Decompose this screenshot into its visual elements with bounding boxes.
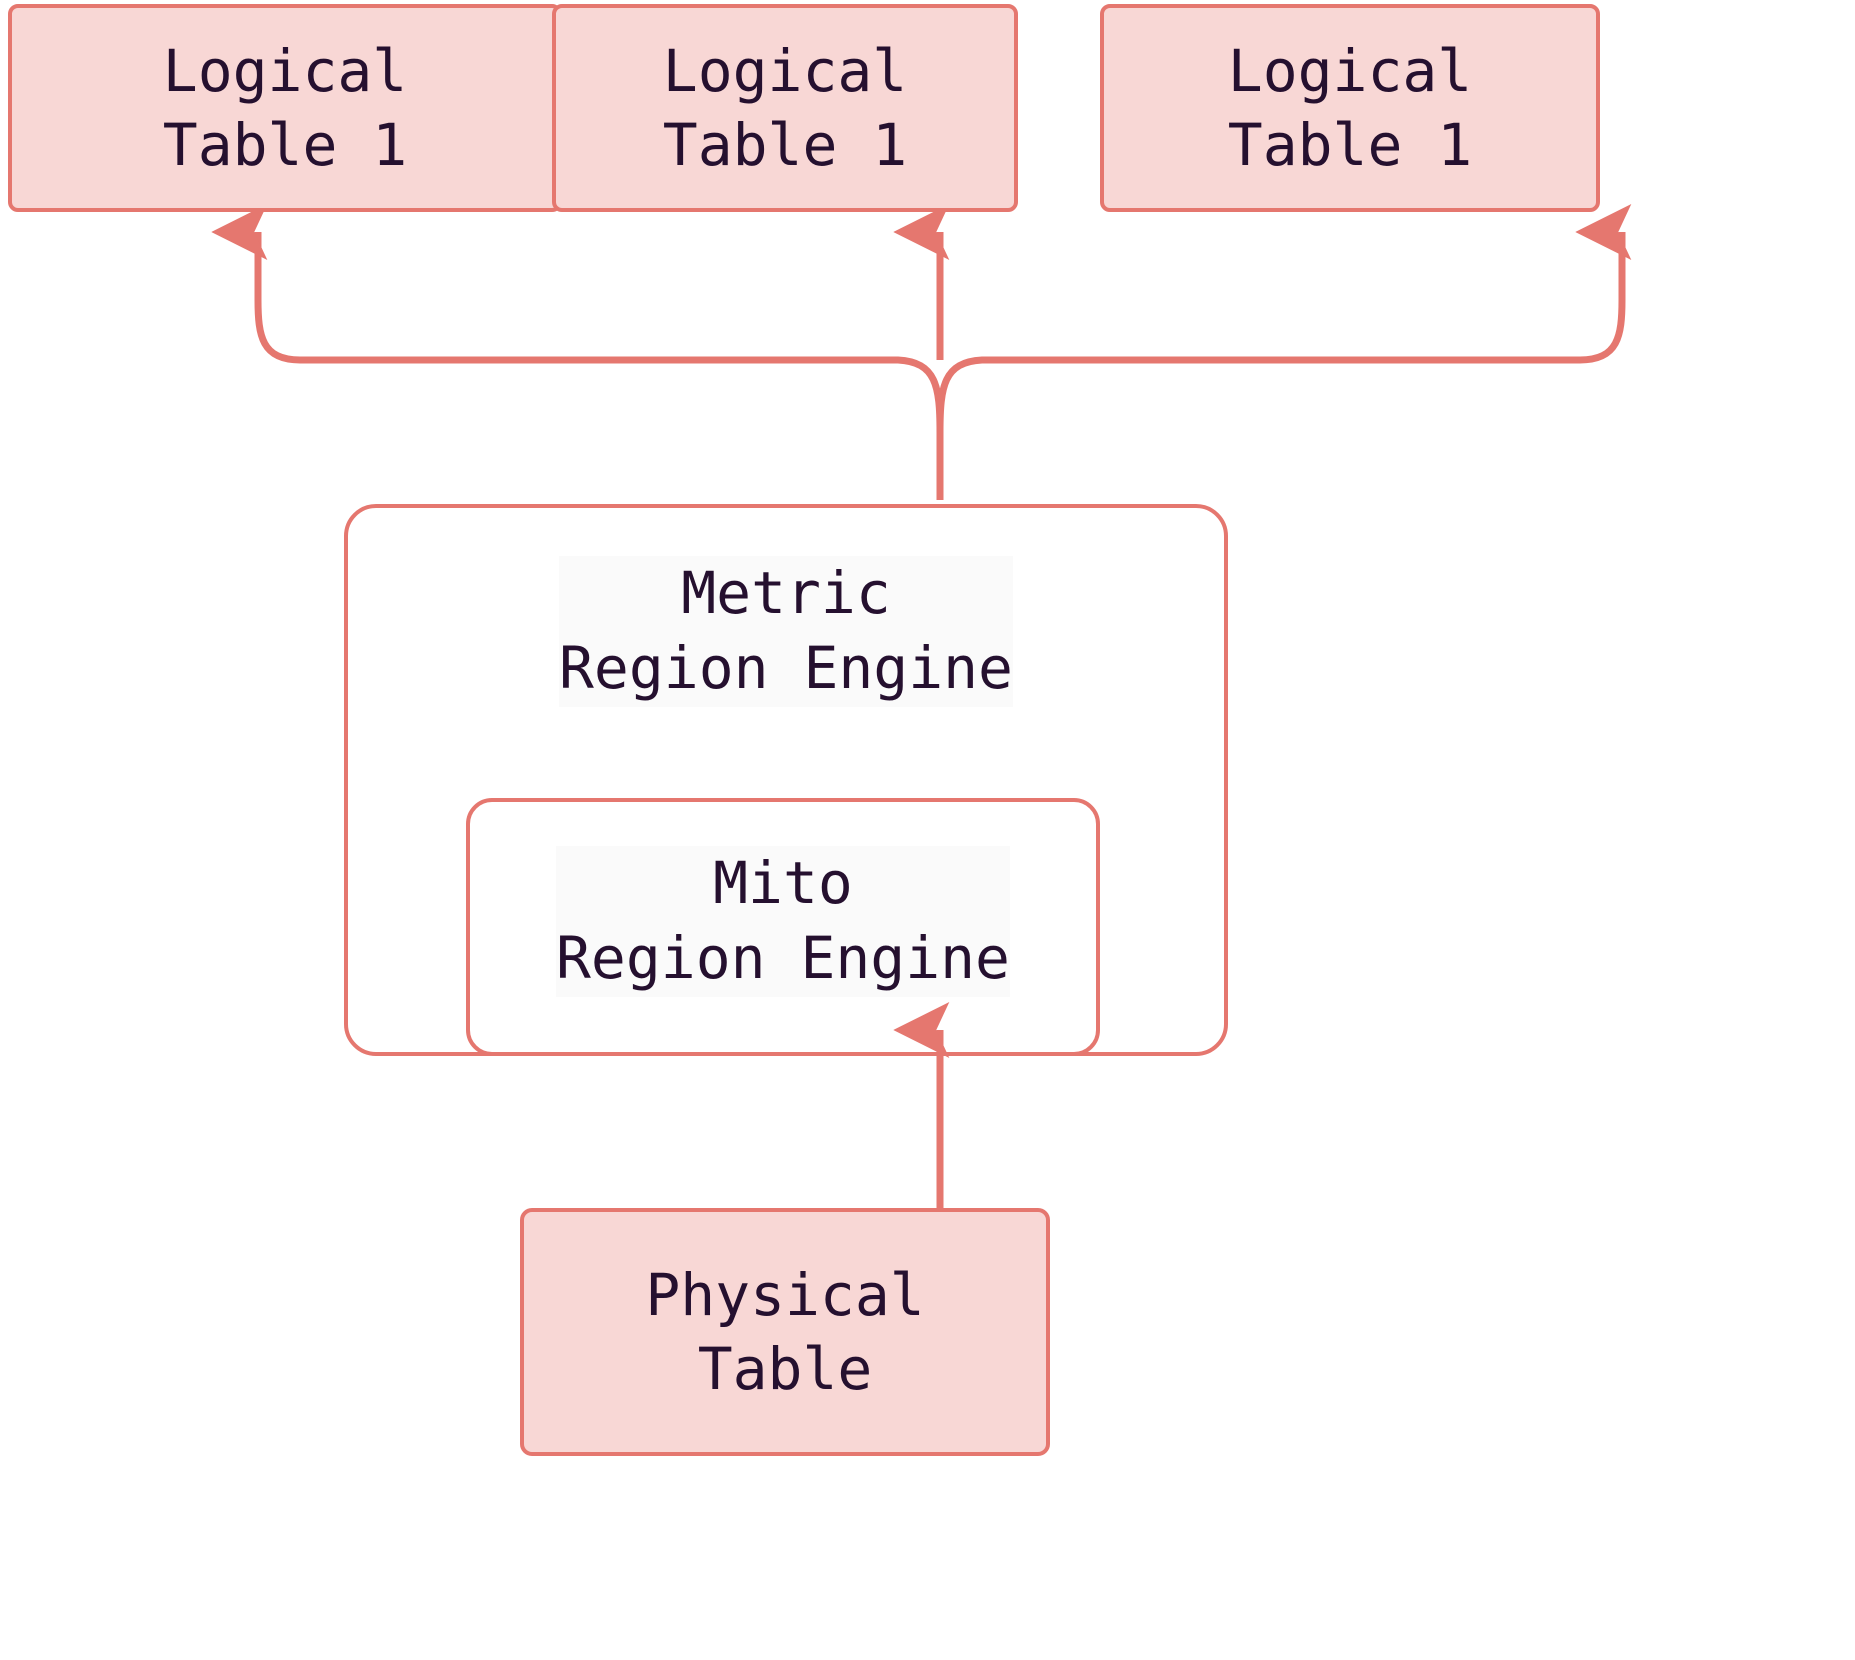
edge-fork-right-join [936, 356, 1580, 433]
edge-to-logical-table-3 [1575, 204, 1632, 364]
edge-fork-left-join [300, 356, 944, 433]
edge-to-logical-table-1 [211, 204, 301, 364]
